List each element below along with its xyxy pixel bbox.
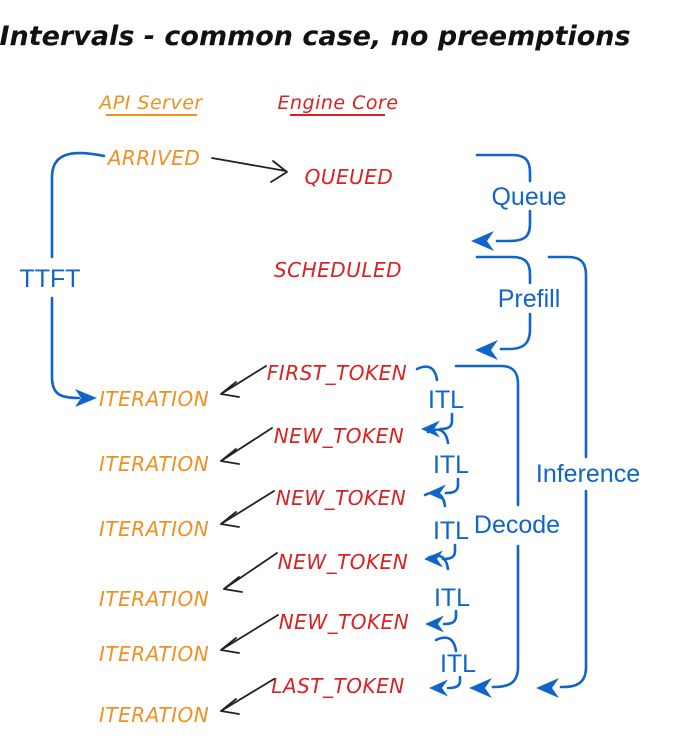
arrow-new-token-1-to-iteration-2: [220, 427, 273, 465]
inference-arrow-icon: [536, 678, 559, 698]
queue-arrow-icon: [471, 231, 494, 251]
interval-label-inference: Inference: [536, 460, 640, 488]
interval-label-itl-3: ITL: [433, 517, 469, 545]
event-new-token-2: NEW_TOKEN: [276, 486, 407, 510]
event-scheduled: SCHEDULED: [274, 258, 402, 282]
event-iteration-5: ITERATION: [99, 642, 209, 666]
inference-bracket: [536, 255, 588, 698]
itl-arrow-icon-1: [421, 420, 440, 438]
event-new-token-3: NEW_TOKEN: [278, 550, 409, 574]
event-last-token: LAST_TOKEN: [271, 674, 404, 698]
itl-arrow-icon-3: [424, 550, 443, 568]
queue-bracket: [471, 153, 532, 251]
interval-label-queue: Queue: [491, 183, 566, 211]
prefill-arrow-icon: [475, 340, 498, 360]
event-first-token: FIRST_TOKEN: [267, 361, 407, 385]
itl-bracket-1: [415, 365, 454, 438]
arrow-arrived-to-queued: [211, 157, 288, 183]
interval-label-ttft: TTFT: [19, 265, 80, 293]
column-header-api-server: API Server: [97, 92, 203, 114]
prefill-bracket: [475, 255, 532, 360]
itl-arrow-icon-5: [429, 679, 448, 697]
ttft-arrow-icon: [75, 389, 97, 407]
event-iteration-6: ITERATION: [99, 703, 209, 727]
interval-label-itl-1: ITL: [428, 386, 464, 414]
interval-label-prefill: Prefill: [498, 285, 561, 313]
event-iteration-1: ITERATION: [99, 387, 209, 411]
ttft-bracket: [50, 151, 106, 407]
column-header-engine-core: Engine Core: [277, 92, 398, 114]
arrow-new-token-4-to-iteration-5: [220, 614, 279, 654]
event-new-token-4: NEW_TOKEN: [279, 610, 410, 634]
interval-label-itl-4: ITL: [434, 584, 470, 612]
event-new-token-1: NEW_TOKEN: [274, 424, 405, 448]
arrow-new-token-2-to-iteration-3: [220, 490, 275, 528]
decode-arrow-icon: [469, 678, 492, 698]
decode-bracket: [454, 364, 520, 698]
event-iteration-4: ITERATION: [99, 587, 209, 611]
itl-arrow-icon-4: [425, 615, 444, 633]
arrow-last-token-to-iteration-6: [220, 678, 275, 715]
interval-label-itl-5: ITL: [440, 650, 476, 678]
arrow-new-token-3-to-iteration-4: [223, 552, 278, 593]
diagram-title: Intervals - common case, no preemptions: [0, 21, 631, 52]
event-queued: QUEUED: [305, 165, 394, 189]
interval-label-decode: Decode: [474, 511, 560, 539]
itl-bracket-4: [425, 554, 458, 633]
event-iteration-2: ITERATION: [99, 452, 209, 476]
arrow-first-token-to-iteration-1: [220, 365, 267, 398]
event-arrived: ARRIVED: [106, 146, 201, 170]
event-iteration-3: ITERATION: [99, 517, 209, 541]
itl-bracket-5: [429, 636, 462, 697]
interval-label-itl-2: ITL: [433, 451, 469, 479]
